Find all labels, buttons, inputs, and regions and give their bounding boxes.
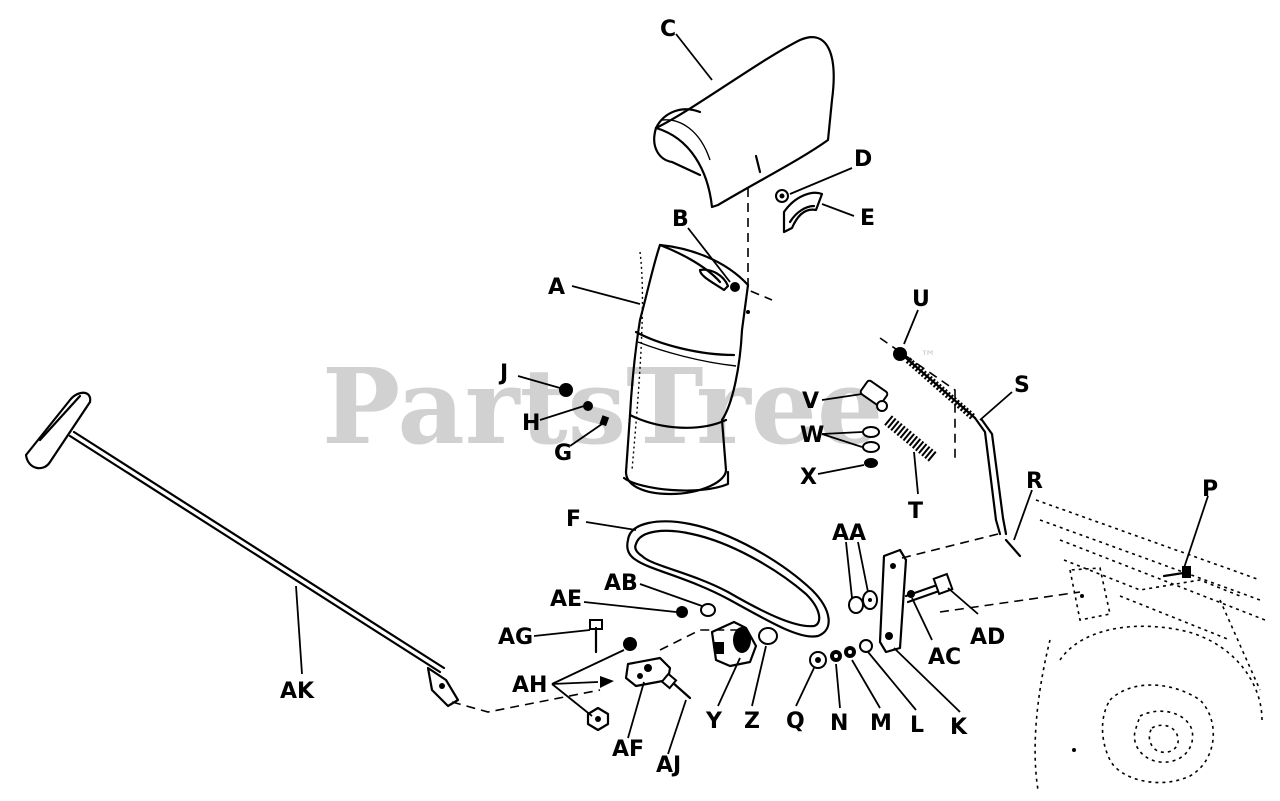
part-w-washers[interactable] bbox=[862, 426, 880, 453]
label-r: R bbox=[1026, 469, 1043, 494]
label-x: X bbox=[800, 465, 817, 490]
part-k-bracket[interactable] bbox=[878, 548, 908, 654]
label-t: T bbox=[908, 499, 923, 524]
label-ac: AC bbox=[928, 645, 961, 670]
label-aj: AJ bbox=[656, 753, 681, 778]
label-v: V bbox=[802, 389, 819, 414]
part-aj-bolt[interactable] bbox=[660, 672, 692, 700]
label-af: AF bbox=[612, 737, 644, 762]
part-n-washer[interactable] bbox=[830, 650, 842, 662]
label-ag: AG bbox=[498, 625, 533, 650]
label-g: G bbox=[554, 441, 572, 466]
label-ah: AH bbox=[512, 673, 547, 698]
part-ab-washer[interactable] bbox=[700, 603, 716, 617]
label-n: N bbox=[830, 711, 848, 736]
label-ad: AD bbox=[970, 625, 1005, 650]
part-a-discharge-chute[interactable] bbox=[622, 243, 750, 496]
label-q: Q bbox=[786, 709, 805, 734]
label-ae: AE bbox=[550, 587, 582, 612]
part-c-deflector-hood[interactable] bbox=[653, 36, 835, 209]
assembly-line-y bbox=[659, 629, 740, 651]
label-s: S bbox=[1014, 373, 1030, 398]
part-l-washer[interactable] bbox=[859, 639, 873, 653]
part-d-nut[interactable] bbox=[775, 189, 789, 203]
assembly-line-k-frame bbox=[939, 591, 1081, 613]
label-z: Z bbox=[744, 709, 760, 734]
part-ad-bolt[interactable] bbox=[904, 572, 954, 604]
part-x-nut[interactable] bbox=[864, 458, 878, 468]
part-s-control-rod[interactable] bbox=[904, 356, 1008, 536]
label-e: E bbox=[860, 206, 875, 231]
part-aa-washers[interactable] bbox=[848, 590, 878, 614]
watermark-text: PartsTree bbox=[322, 345, 883, 468]
label-j: J bbox=[498, 361, 508, 386]
part-ae-nut[interactable] bbox=[676, 606, 688, 618]
label-m: M bbox=[870, 711, 892, 736]
label-u: U bbox=[912, 287, 930, 312]
part-v-spacer[interactable] bbox=[859, 379, 889, 412]
part-r-pin[interactable] bbox=[1004, 538, 1022, 558]
part-u-nut[interactable] bbox=[893, 347, 907, 361]
label-c: C bbox=[660, 17, 676, 42]
part-ak-crank-handle[interactable] bbox=[24, 391, 460, 708]
part-f-belt[interactable] bbox=[626, 520, 830, 638]
chute-hole bbox=[746, 310, 750, 314]
label-y: Y bbox=[705, 709, 723, 734]
part-q-nut[interactable] bbox=[809, 651, 827, 669]
assembly-line-ak bbox=[451, 689, 601, 713]
label-h: H bbox=[522, 411, 540, 436]
label-w: W bbox=[800, 423, 824, 448]
label-d: D bbox=[854, 147, 872, 172]
label-l: L bbox=[910, 713, 924, 738]
part-ah-nuts[interactable] bbox=[586, 637, 637, 732]
hood-bolt bbox=[754, 154, 762, 174]
frame-housing-outline bbox=[1034, 499, 1266, 791]
part-e-clamp[interactable] bbox=[782, 191, 824, 234]
part-ag-bolt[interactable] bbox=[589, 619, 603, 654]
label-p: P bbox=[1202, 477, 1218, 502]
leader-lines bbox=[295, 33, 1209, 755]
part-g-bolt[interactable] bbox=[599, 415, 610, 427]
label-b: B bbox=[672, 207, 689, 232]
callout-labels: C D E B A J H G U S V W X T R P F AA AB … bbox=[280, 17, 1218, 778]
part-j-nut[interactable] bbox=[559, 383, 573, 397]
label-k: K bbox=[950, 715, 968, 740]
watermark-trademark: ™ bbox=[920, 347, 936, 366]
part-z-bushing[interactable] bbox=[758, 627, 778, 645]
assembly-line-r bbox=[901, 533, 999, 559]
label-f: F bbox=[566, 507, 581, 532]
label-ak: AK bbox=[280, 679, 315, 704]
assembly-line-c-a bbox=[747, 188, 773, 301]
label-a: A bbox=[548, 275, 565, 300]
part-b-bolt[interactable] bbox=[730, 282, 740, 292]
part-ac-spacer[interactable] bbox=[907, 590, 915, 598]
label-ab: AB bbox=[604, 571, 638, 596]
part-p-bolt[interactable] bbox=[1162, 566, 1192, 578]
part-y-pulley-hub[interactable] bbox=[710, 620, 758, 668]
part-t-spring[interactable] bbox=[884, 415, 938, 463]
part-m-washer[interactable] bbox=[844, 646, 856, 658]
label-aa: AA bbox=[832, 521, 866, 546]
part-h-washer[interactable] bbox=[583, 401, 593, 411]
